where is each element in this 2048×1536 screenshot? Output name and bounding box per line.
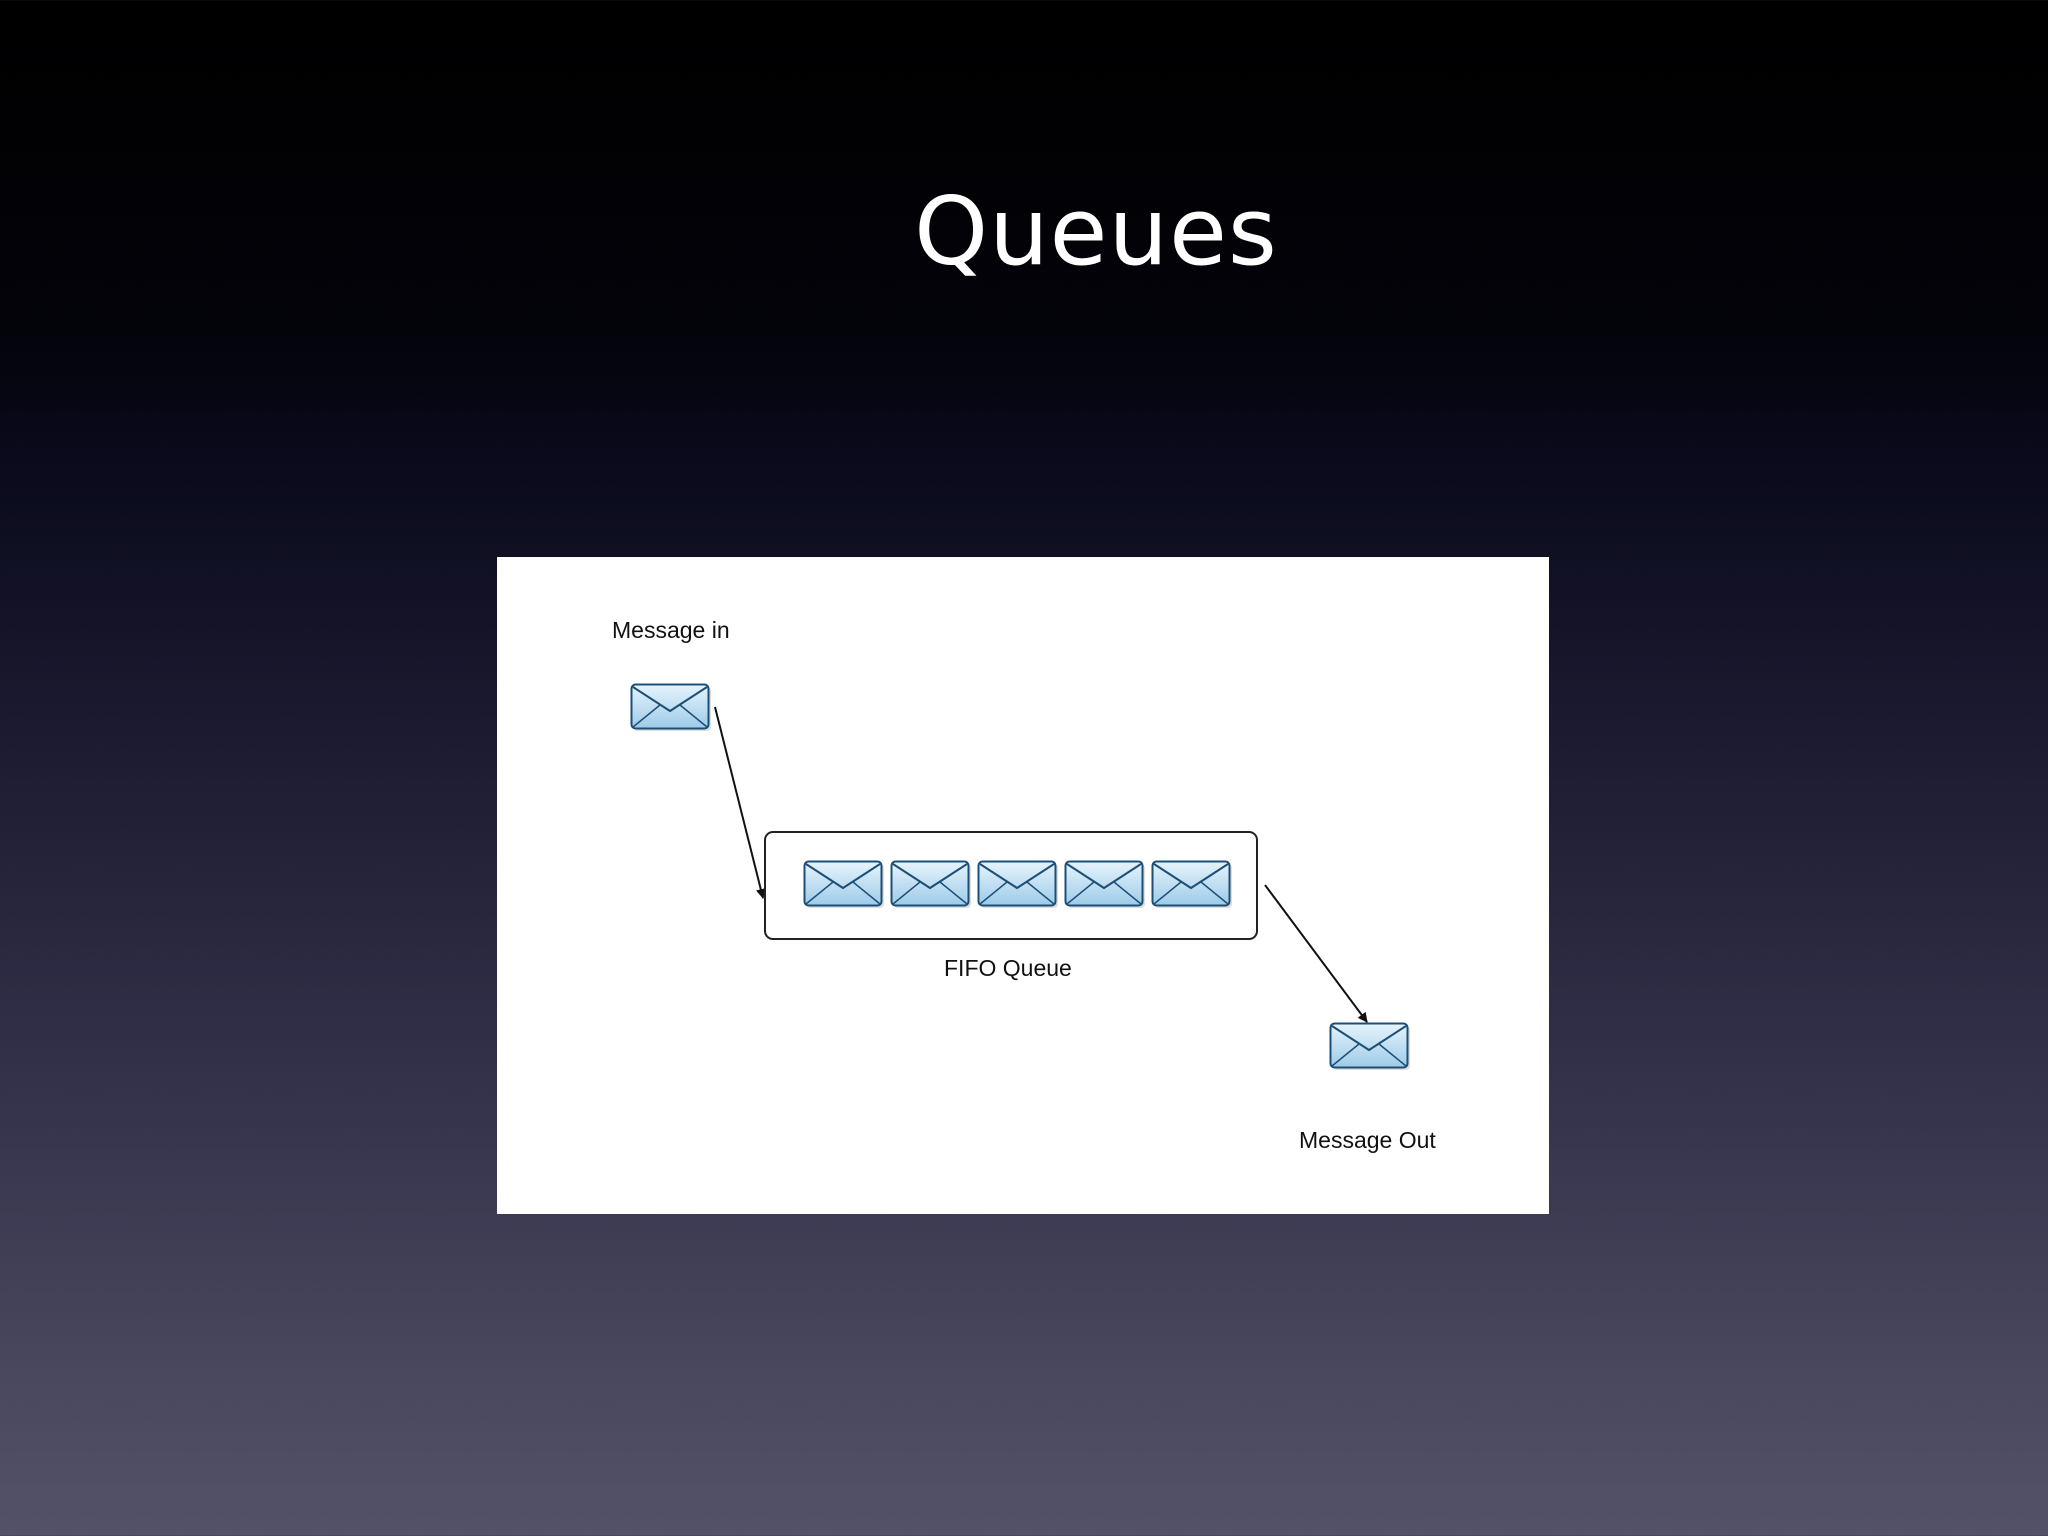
queued-envelope-icon [890, 860, 971, 908]
dequeue-arrow-icon [1264, 884, 1368, 1023]
diagram-canvas [630, 683, 1410, 1070]
incoming-envelope-icon [630, 683, 711, 731]
fifo-queue-label: FIFO Queue [944, 955, 1072, 981]
queued-envelope-icon [803, 860, 884, 908]
outgoing-envelope-icon [1329, 1022, 1410, 1070]
queued-envelope-icon [977, 860, 1058, 908]
message-in-label: Message in [612, 617, 730, 643]
queued-envelopes [803, 860, 1232, 908]
slide-title: Queues [914, 178, 1278, 287]
message-out-label: Message Out [1299, 1127, 1436, 1153]
enqueue-arrow-icon [714, 706, 766, 899]
queue-diagram: Message in FIFO Queue Message Out [497, 557, 1549, 1214]
queued-envelope-icon [1064, 860, 1145, 908]
queued-envelope-icon [1151, 860, 1232, 908]
